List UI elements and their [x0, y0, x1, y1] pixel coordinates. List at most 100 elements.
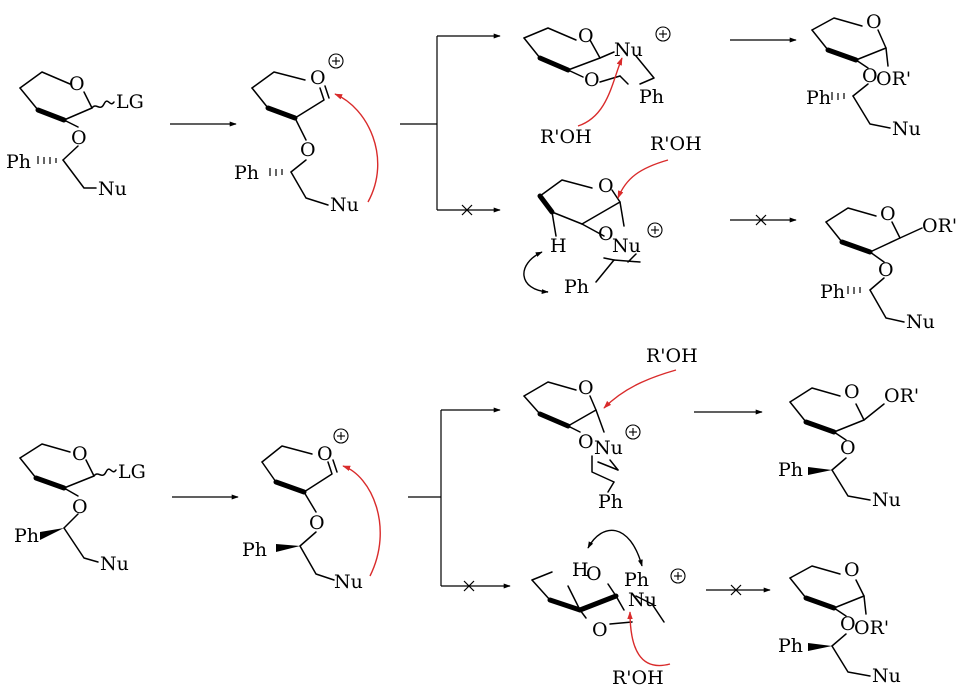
hashed-bond [831, 92, 845, 100]
ether-oxygen-label: O [309, 512, 325, 534]
electron-push-arrow [577, 57, 623, 127]
leaving-group-label: LG [118, 461, 146, 483]
wedge-bond [276, 544, 300, 552]
ether-oxygen-label: O [72, 496, 88, 518]
ring-oxygen-label: O [844, 381, 860, 403]
phenyl-label: Ph [242, 539, 267, 561]
phenyl-label: Ph [234, 162, 259, 184]
hydrogen-label: H [572, 559, 589, 581]
blocked-path-mark [463, 580, 475, 592]
glycoside-label: OR' [876, 68, 911, 90]
nucleophile-label: Nu [906, 311, 935, 333]
phenyl-label: Ph [598, 491, 623, 513]
product-alpha-2: O O OR' Ph Nu [778, 559, 901, 687]
electron-push-arrow [603, 369, 677, 409]
nucleophile-label: Nu [614, 39, 643, 61]
ring-oxygen-label: O [844, 559, 860, 581]
bicyclic-intermediate-disfavoured-top: O H O Nu Ph R'OH [523, 133, 702, 298]
alcohol-label: R'OH [540, 126, 592, 148]
phenyl-label: Ph [806, 87, 831, 109]
alcohol-label: R'OH [650, 133, 702, 155]
ether-oxygen-label: O [840, 437, 856, 459]
phenyl-label: Ph [14, 525, 39, 547]
ring-oxygen-label: O [72, 443, 88, 465]
ether-oxygen-label: O [584, 69, 600, 91]
nucleophile-label: Nu [594, 437, 623, 459]
glycoside-label: OR' [922, 215, 957, 237]
nucleophile-label: Nu [334, 571, 363, 593]
product-beta-1: O OR' O Ph Nu [820, 203, 957, 333]
ring-oxygen-label: O [586, 563, 602, 585]
glycoside-label: OR' [854, 617, 889, 639]
electron-push-arrow [342, 465, 381, 577]
cation-charge-icon [333, 428, 349, 444]
cation-charge-icon [625, 424, 641, 440]
ring-oxygen-label: O [880, 203, 896, 225]
leaving-group-label: LG [116, 91, 144, 113]
wedge-bond [40, 528, 64, 540]
nucleophile-label: Nu [330, 194, 359, 216]
phenyl-label: Ph [778, 459, 803, 481]
ether-oxygen-label: O [878, 259, 894, 281]
phenyl-label: Ph [6, 151, 31, 173]
nucleophile-label: Nu [100, 553, 129, 575]
nucleophile-label: Nu [628, 589, 657, 611]
alcohol-label: R'OH [612, 667, 664, 687]
ring-oxygen-label: O [578, 25, 594, 47]
electron-push-arrow [627, 611, 671, 667]
nucleophile-label: Nu [98, 178, 127, 200]
hydrogen-label: H [550, 235, 567, 257]
bicyclic-intermediate-bottom: O R'OH O Nu Ph [523, 345, 698, 513]
alcohol-label: R'OH [646, 345, 698, 367]
phenyl-label: Ph [624, 569, 649, 591]
bicyclic-intermediate-top: O Nu O Ph R'OH [523, 25, 671, 148]
steric-clash-arrow [523, 251, 549, 295]
ether-oxygen-label: O [71, 127, 87, 149]
blocked-reaction-arrow [706, 584, 771, 596]
bicyclic-intermediate-disfavoured-bottom: H O Ph Nu O R'OH [531, 529, 686, 687]
phenyl-label: Ph [778, 635, 803, 657]
ether-oxygen-label: O [578, 431, 594, 453]
blocked-reaction-arrow [730, 214, 797, 226]
nucleophile-label: Nu [892, 118, 921, 140]
nucleophile-label: Nu [612, 235, 641, 257]
cation-charge-icon [647, 222, 663, 238]
cation-charge-icon [655, 26, 671, 42]
glycoside-label: OR' [884, 385, 919, 407]
oxocarbenium-2: O O Ph Nu [242, 428, 381, 593]
branch-bracket [400, 33, 501, 216]
hashed-bond [37, 156, 57, 164]
nucleophile-label: Nu [872, 665, 901, 687]
ring-oxygen-label: O [866, 11, 882, 33]
oxocarbenium-1: O O Ph Nu [234, 53, 379, 216]
ring-oxygen-label: O [578, 377, 594, 399]
ring-oxygen-label: O [317, 443, 333, 465]
ring-oxygen-label: O [69, 73, 85, 95]
ether-oxygen-label: O [592, 619, 608, 641]
cation-charge-icon [670, 568, 686, 584]
hashed-bond [269, 168, 283, 176]
electron-push-arrow [617, 159, 669, 199]
steric-clash-arrow [587, 529, 643, 567]
ether-oxygen-label: O [300, 139, 316, 161]
wedge-bond [808, 643, 832, 651]
ether-oxygen-label: O [840, 613, 856, 635]
blocked-path-mark [461, 204, 473, 216]
ether-oxygen-label: O [598, 223, 614, 245]
ether-oxygen-label: O [862, 65, 878, 87]
nucleophile-label: Nu [872, 489, 901, 511]
ring-oxygen-label: O [598, 175, 614, 197]
donor-1: O LG O Ph Nu [6, 71, 144, 200]
branch-bracket [408, 407, 511, 592]
phenyl-label: Ph [564, 276, 589, 298]
electron-push-arrow [334, 93, 379, 203]
wedge-bond [808, 467, 832, 475]
ring-oxygen-label: O [310, 67, 326, 89]
product-beta-2: O OR' O Ph Nu [778, 381, 919, 511]
hashed-bond [847, 286, 861, 294]
phenyl-label: Ph [820, 281, 845, 303]
cation-charge-icon [328, 53, 344, 69]
product-alpha-1: O O OR' Ph Nu [806, 11, 921, 140]
phenyl-label: Ph [639, 86, 664, 108]
